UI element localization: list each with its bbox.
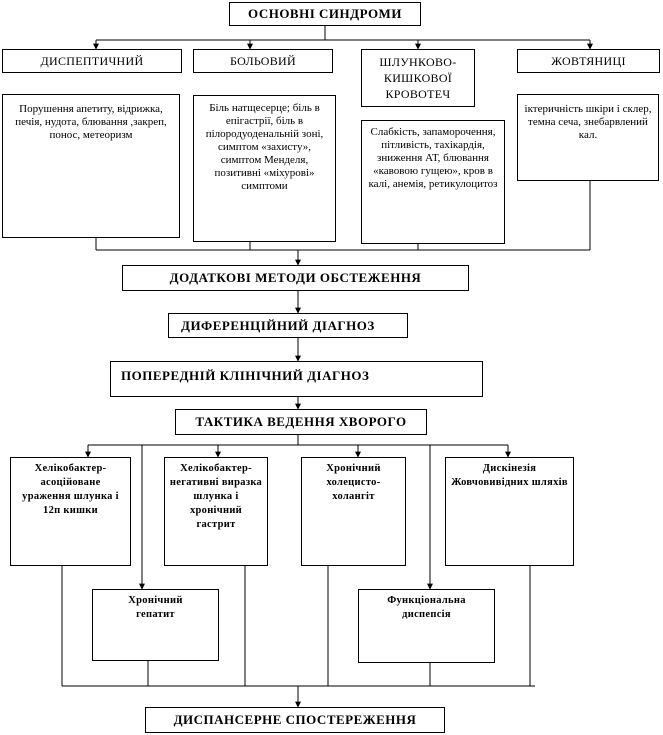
- syndrome-pain-title: БОЛЬОВИЙ: [193, 49, 333, 73]
- syndrome-jaundice-title: ЖОВТЯНИЦІ: [517, 49, 660, 73]
- syndrome-pain-description: Біль натщесерце; біль в епігастрії, біль…: [193, 95, 336, 242]
- syndrome-jaundice-description: іктеричність шкіри і склер, темна сеча, …: [517, 94, 659, 181]
- diagnosis-biliary-dyskinesia: Дискінезія Жовчовивідних шляхів: [445, 457, 574, 566]
- syndrome-bleeding-title: ШЛУНКОВО-КИШКОВОЇ КРОВОТЕЧ: [361, 49, 475, 107]
- diagnosis-chronic-hepatitis: Хронічний гепатит: [92, 589, 219, 661]
- step-additional-methods: ДОДАТКОВІ МЕТОДИ ОБСТЕЖЕННЯ: [122, 265, 469, 291]
- syndrome-bleeding-description: Слабкість, запаморочення, пітливість, та…: [361, 120, 505, 244]
- step-patient-management: ТАКТИКА ВЕДЕННЯ ХВОРОГО: [175, 409, 427, 435]
- step-preliminary-diagnosis: ПОПЕРЕДНІЙ КЛІНІЧНИЙ ДІАГНОЗ: [110, 361, 483, 397]
- syndrome-dyspeptic-title: ДИСПЕПТИЧНИЙ: [2, 49, 182, 73]
- diagnosis-cholecystocholangitis: Хронічний холецисто-холангіт: [301, 457, 406, 566]
- diagnosis-functional-dyspepsia: Функціональна диспепсія: [358, 589, 495, 663]
- diagnosis-hp-associated: Хелікобактер-асоційоване ураження шлунка…: [10, 457, 131, 566]
- syndrome-dyspeptic-description: Порушення апетиту, відрижка, печія, нудо…: [2, 94, 180, 238]
- root-title: ОСНОВНІ СИНДРОМИ: [229, 2, 421, 26]
- step-differential-diagnosis: ДИФЕРЕНЦІЙНИЙ ДІАГНОЗ: [168, 313, 408, 338]
- final-dispensary-observation: ДИСПАНСЕРНЕ СПОСТЕРЕЖЕННЯ: [145, 707, 445, 733]
- diagnosis-hp-negative: Хелікобактер-негативні виразка шлунка і …: [164, 457, 268, 566]
